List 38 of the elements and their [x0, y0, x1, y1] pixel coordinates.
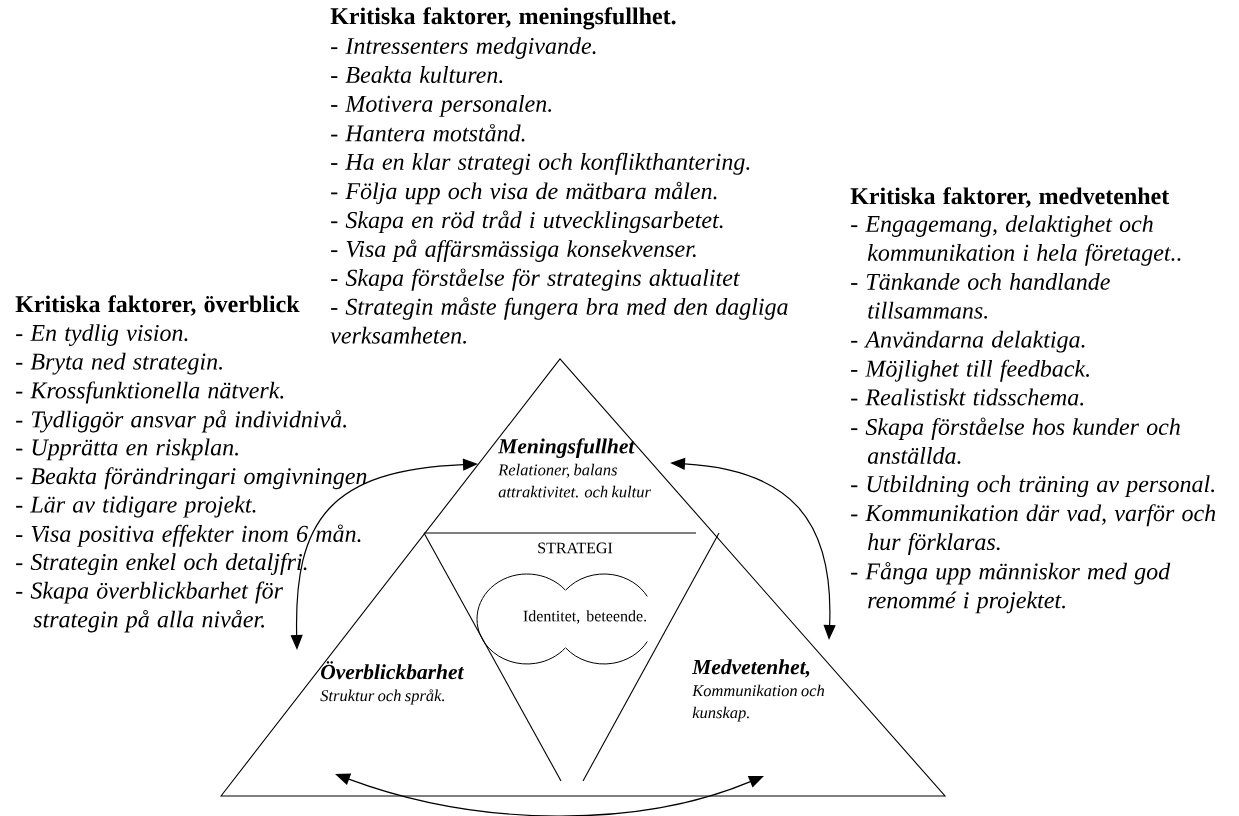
list-item: - Realistiskt tidsschema. [851, 388, 1084, 406]
list-item: - Fånga upp människor med god renommé i projektet. [851, 562, 1171, 614]
node-title: Meningsfullhet [497, 438, 635, 458]
list-item: - Ha en klar strategi och konflikthantering. [331, 152, 750, 175]
list-item: - Beakta kulturen. [331, 66, 503, 84]
list-item: - Möjlighet till feedback. [851, 359, 1089, 382]
list-item: - Skapa överblickbarhet för strategin på alla nivåer. [16, 581, 284, 633]
list-item: - Skapa förståelse för strategins aktualitet [331, 268, 741, 291]
list-item: - Krossfunktionella nätverk. [16, 381, 284, 404]
list-item: - Strategin måste fungera bra med den dagliga verksamheten. [330, 297, 788, 344]
list-item: - Hantera motstånd. [331, 123, 525, 142]
list-item: - Visa positiva effekter inom 6 mån. [16, 524, 361, 547]
list-item: - Beakta förändringari omgivningen [16, 467, 367, 490]
list-item: - Användarna delaktiga. [851, 330, 1085, 353]
list-item: - Tydliggör ansvar på individnivå. [16, 410, 347, 433]
list-item: - Utbildning och träning av personal. [851, 475, 1215, 498]
heading: Kritiska faktorer, meningsfullhet. [330, 7, 676, 30]
node-description: Kommunikation och kunskap. [692, 684, 825, 722]
list-item: - En tydlig vision. [16, 324, 188, 346]
heading: Kritiska faktorer, överblick [15, 295, 300, 316]
list-item: - Engagemang, delaktighet och kommunikation i hela företaget.. [851, 215, 1181, 266]
curved-arrow [335, 773, 764, 816]
node-title: Medvetenhet, [691, 659, 810, 678]
list-item: - Lär av tidigare projekt. [16, 495, 256, 518]
list-item: - Tänkande och handlande tillsammans. [851, 273, 1110, 319]
list-item: - Följa upp och visa de mätbara målen. [331, 181, 717, 205]
list-item: - Kommunikation där vad, varför och hur förklaras. [851, 504, 1216, 555]
list-item: - Bryta ned strategin. [16, 352, 222, 375]
heading: Kritiska faktorer, medvetenhet [850, 187, 1170, 208]
list-item: - Motivera personalen. [331, 95, 552, 117]
list-item: - Upprätta en riskplan. [16, 438, 238, 461]
node-description: Relationer, balans attraktivitet. och kultur [498, 463, 651, 498]
list-item: - Skapa en röd tråd i utvecklingsarbetet. [331, 210, 723, 234]
list-item: - Intressenters medgivande. [331, 37, 596, 59]
node-title: Överblickbarhet [321, 661, 465, 680]
node-description: Struktur och språk. [320, 689, 445, 705]
list-item: - Visa på affärsmässiga konsekvenser. [331, 239, 696, 262]
list-item: - Skapa förståelse hos kunder och anställda. [851, 417, 1180, 464]
